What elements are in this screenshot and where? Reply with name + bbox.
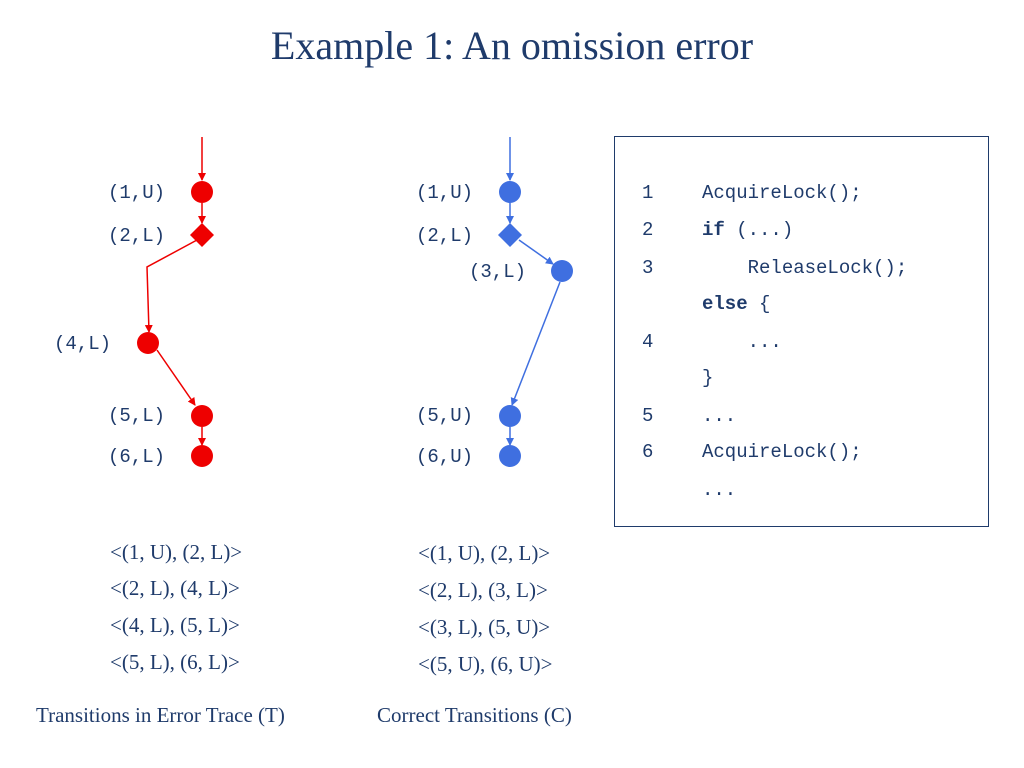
edge-e4-e5 (156, 349, 196, 406)
correct-transition: <(3, L), (5, U)> (418, 615, 551, 639)
code-line-text: AcquireLock(); (702, 182, 862, 204)
node-c3 (551, 260, 573, 282)
node-e5 (191, 405, 213, 427)
node-c6 (499, 445, 521, 467)
node-label-e6: (6,L) (108, 446, 166, 468)
code-keyword: else (702, 293, 748, 315)
node-c5 (499, 405, 521, 427)
error-transition: <(5, L), (6, L)> (110, 650, 240, 674)
code-text: { (747, 293, 771, 315)
code-line-text: ReleaseLock(); (702, 257, 908, 279)
code-line-number: 2 (642, 219, 654, 241)
code-line-text: ... (702, 479, 737, 501)
code-line-number: 1 (642, 182, 654, 204)
node-e2 (190, 223, 214, 247)
correct-transition: <(1, U), (2, L)> (418, 541, 551, 565)
node-label-e4: (4,L) (54, 333, 112, 355)
code-line-text: AcquireLock(); (702, 441, 862, 463)
error-transition: <(4, L), (5, L)> (110, 613, 240, 637)
code-line-text: ... (702, 331, 782, 353)
code-line-text: else { (702, 293, 770, 315)
slide-title: Example 1: An omission error (270, 23, 754, 68)
correct-trace-caption: Correct Transitions (C) (377, 703, 572, 727)
code-listing-box (614, 136, 989, 527)
code-keyword: if (702, 219, 725, 241)
edge-e2-e4 (144, 239, 198, 333)
error-transition: <(1, U), (2, L)> (110, 540, 243, 564)
code-line-number: 4 (642, 331, 654, 353)
node-label-e1: (1,U) (108, 182, 166, 204)
node-label-c1: (1,U) (416, 182, 474, 204)
node-c2 (498, 223, 522, 247)
code-line-text: } (702, 367, 714, 389)
node-label-c6: (6,U) (416, 446, 474, 468)
code-line-number: 3 (642, 257, 654, 279)
node-e1 (191, 181, 213, 203)
node-label-c3: (3,L) (469, 261, 527, 283)
error-trace-caption: Transitions in Error Trace (T) (36, 703, 285, 727)
edge-c3-c5 (510, 281, 561, 406)
correct-transition: <(2, L), (3, L)> (418, 578, 548, 602)
edge-c2-c3 (518, 239, 554, 265)
code-text: (...) (724, 219, 794, 241)
node-label-c5: (5,U) (416, 405, 474, 427)
node-e6 (191, 445, 213, 467)
node-label-e5: (5,L) (108, 405, 166, 427)
code-line-number: 6 (642, 441, 654, 463)
correct-transition: <(5, U), (6, U)> (418, 652, 553, 676)
node-e4 (137, 332, 159, 354)
code-line-number: 5 (642, 405, 654, 427)
node-c1 (499, 181, 521, 203)
code-line-text: if (...) (702, 219, 793, 241)
node-label-c2: (2,L) (416, 225, 474, 247)
error-transition: <(2, L), (4, L)> (110, 576, 240, 600)
code-line-text: ... (702, 405, 737, 427)
node-label-e2: (2,L) (108, 225, 166, 247)
